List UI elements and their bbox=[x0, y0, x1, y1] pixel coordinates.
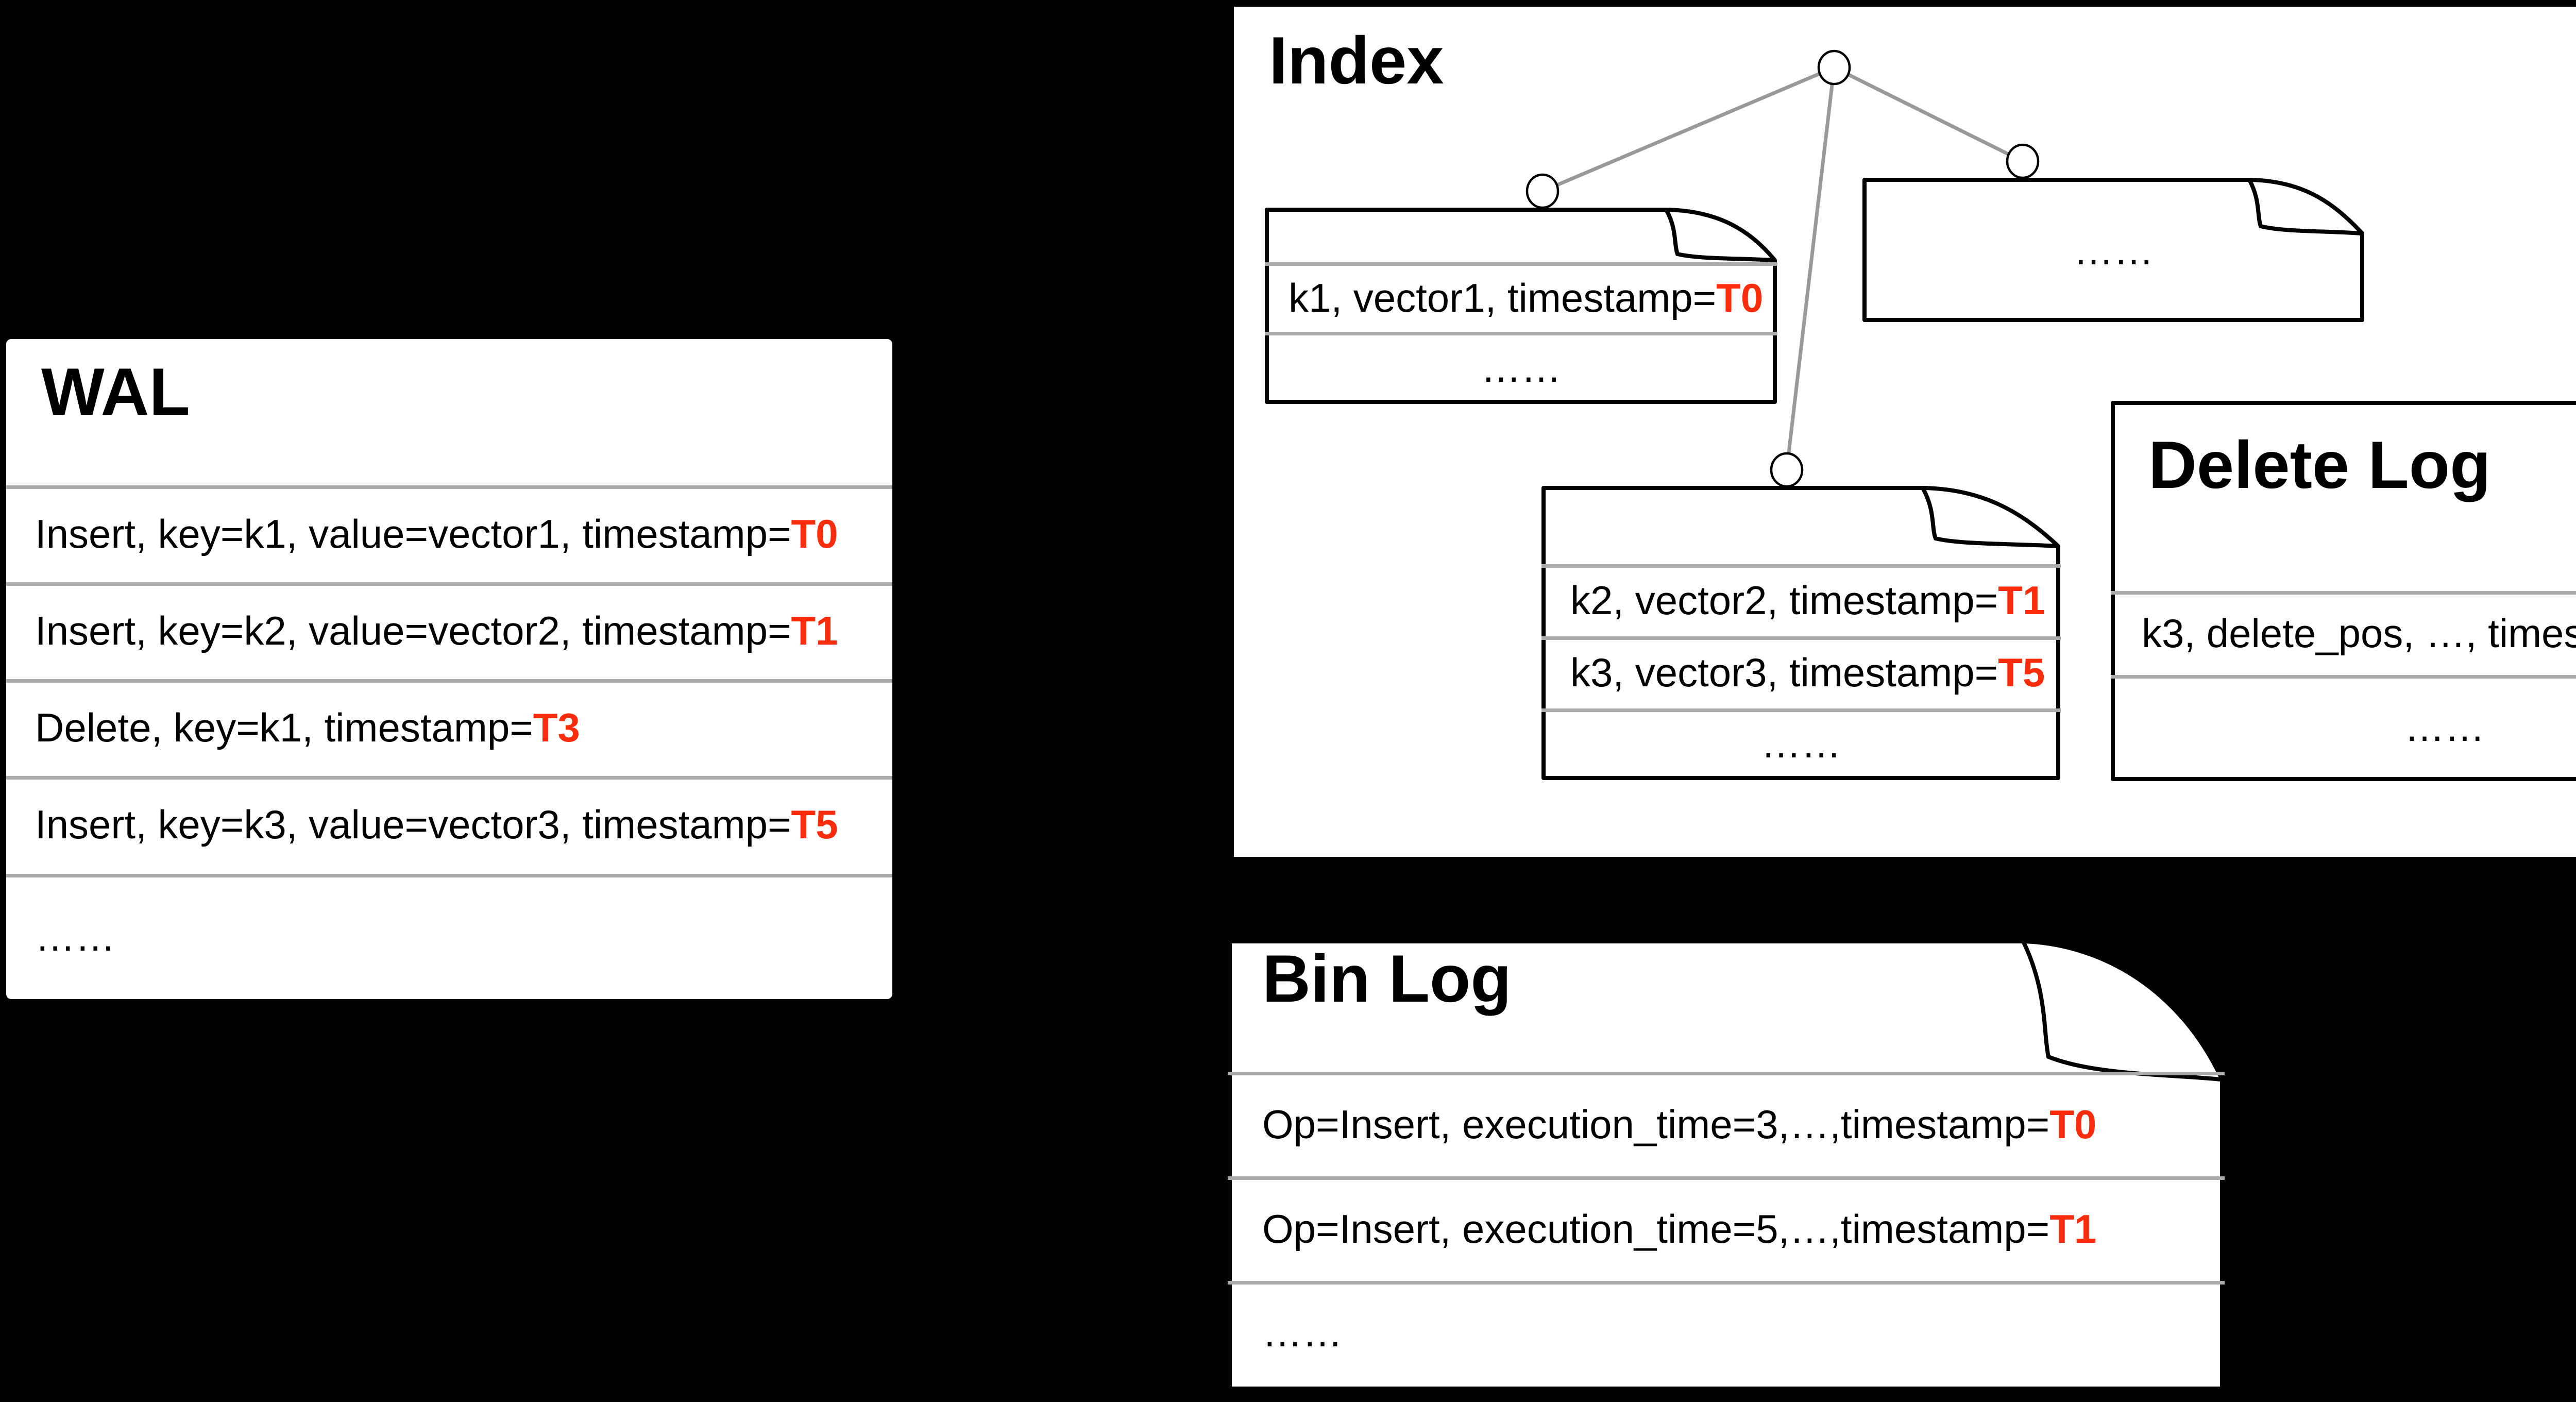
divider bbox=[1541, 708, 2061, 712]
divider bbox=[6, 582, 892, 586]
folded-corner-icon bbox=[1921, 487, 2059, 548]
folded-corner-icon bbox=[2248, 179, 2363, 235]
segment-file-placeholder: …… bbox=[1862, 178, 2365, 323]
ellipsis-text: …… bbox=[2073, 227, 2154, 273]
bin-log-row-text: Op=Insert, execution_time=5,…,timestamp= bbox=[1262, 1206, 2050, 1252]
wal-row-ellipsis: …… bbox=[6, 874, 892, 999]
divider bbox=[1265, 332, 1777, 335]
divider bbox=[1228, 1281, 2225, 1285]
segment-file-2: k2, vector2, timestamp=T1 k3, vector3, t… bbox=[1541, 486, 2061, 781]
segment-file-1: k1, vector1, timestamp=T0 …… bbox=[1265, 208, 1777, 404]
timestamp-value: T1 bbox=[2049, 1206, 2097, 1252]
wal-row-text: Insert, key=k3, value=vector3, timestamp… bbox=[35, 802, 791, 847]
document-shape bbox=[1541, 486, 2060, 780]
wal-box: WAL Insert, key=k1, value=vector1, times… bbox=[2, 335, 896, 1003]
timestamp-value: T5 bbox=[791, 802, 838, 847]
folded-corner-icon bbox=[2022, 940, 2223, 1082]
divider bbox=[6, 679, 892, 683]
divider bbox=[1228, 1176, 2225, 1180]
divider bbox=[6, 485, 892, 489]
delete-log-row: k3, delete_pos, …, timestamp=T3 bbox=[2111, 591, 2576, 675]
divider bbox=[2111, 675, 2576, 679]
delete-log-title: Delete Log bbox=[2148, 427, 2491, 502]
bin-log-row-ellipsis: …… bbox=[1228, 1281, 2225, 1384]
ellipsis-text: …… bbox=[35, 914, 115, 959]
divider bbox=[1541, 564, 2061, 568]
delete-log-row-text: k3, delete_pos, …, timestamp= bbox=[2142, 610, 2576, 656]
divider bbox=[6, 776, 892, 780]
divider bbox=[1265, 262, 1777, 266]
segment-row: k1, vector1, timestamp=T0 bbox=[1265, 264, 1777, 332]
wal-title: WAL bbox=[41, 354, 190, 429]
wal-row: Delete, key=k1, timestamp=T3 bbox=[6, 679, 892, 776]
divider bbox=[1228, 1072, 2225, 1075]
folded-corner-icon bbox=[1665, 209, 1776, 262]
wal-row: Insert, key=k1, value=vector1, timestamp… bbox=[6, 485, 892, 582]
bin-log-title: Bin Log bbox=[1262, 941, 1512, 1016]
wal-row-text: Insert, key=k2, value=vector2, timestamp… bbox=[35, 608, 791, 653]
document-shape bbox=[1228, 939, 2224, 1391]
segment-row-text: k3, vector3, timestamp= bbox=[1570, 650, 1998, 695]
timestamp-value: T0 bbox=[1716, 275, 1764, 320]
segment-row-text: k2, vector2, timestamp= bbox=[1570, 578, 1998, 623]
segment-row: k3, vector3, timestamp=T5 bbox=[1541, 636, 2061, 708]
ellipsis-text: …… bbox=[1761, 721, 1841, 766]
bin-log-row: Op=Insert, execution_time=5,…,timestamp=… bbox=[1228, 1176, 2225, 1281]
wal-row-text: Delete, key=k1, timestamp= bbox=[35, 705, 533, 750]
timestamp-value: T5 bbox=[1998, 650, 2045, 695]
document-shape bbox=[1265, 208, 1777, 404]
divider bbox=[6, 874, 892, 877]
segment-row-ellipsis: …… bbox=[1265, 333, 1777, 402]
wal-row: Insert, key=k2, value=vector2, timestamp… bbox=[6, 582, 892, 679]
ellipsis-text: …… bbox=[1481, 345, 1562, 391]
index-title: Index bbox=[1269, 23, 1444, 98]
bin-log-row-text: Op=Insert, execution_time=3,…,timestamp= bbox=[1262, 1101, 2050, 1147]
wal-row: Insert, key=k3, value=vector3, timestamp… bbox=[6, 776, 892, 873]
segment-row: k2, vector2, timestamp=T1 bbox=[1541, 564, 2061, 636]
divider bbox=[2111, 591, 2576, 595]
divider bbox=[1541, 636, 2061, 640]
ellipsis-text: …… bbox=[2404, 704, 2485, 750]
delete-log-row-ellipsis: …… bbox=[2111, 675, 2576, 779]
bin-log-row: Op=Insert, execution_time=3,…,timestamp=… bbox=[1228, 1072, 2225, 1176]
delete-log-box: Delete Log k3, delete_pos, …, timestamp=… bbox=[2111, 401, 2576, 782]
wal-row-text: Insert, key=k1, value=vector1, timestamp… bbox=[35, 511, 791, 556]
document-shape bbox=[1862, 178, 2364, 322]
timestamp-value: T1 bbox=[1998, 578, 2045, 623]
timestamp-value: T0 bbox=[791, 511, 838, 556]
segment-row-text: k1, vector1, timestamp= bbox=[1289, 275, 1717, 320]
ellipsis-text: …… bbox=[1262, 1310, 1343, 1355]
timestamp-value: T3 bbox=[533, 705, 580, 750]
segment-row-ellipsis: …… bbox=[1541, 708, 2061, 779]
segment-row-ellipsis: …… bbox=[1862, 178, 2365, 323]
timestamp-value: T1 bbox=[791, 608, 838, 653]
document-outline bbox=[1228, 939, 2224, 1391]
bin-log-box: Bin Log Op=Insert, execution_time=3,…,ti… bbox=[1228, 939, 2225, 1391]
timestamp-value: T0 bbox=[2049, 1101, 2097, 1147]
